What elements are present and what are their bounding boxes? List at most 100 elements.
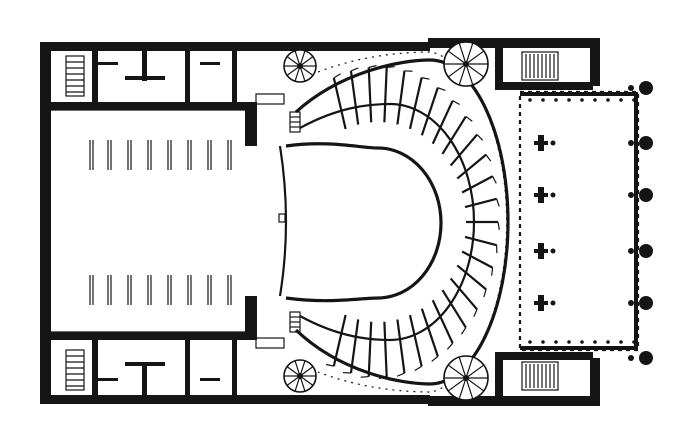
spiral-stair-tread xyxy=(447,63,467,78)
box-door xyxy=(368,64,377,69)
portico-column xyxy=(639,188,653,202)
prompter-box xyxy=(278,213,286,223)
foyer-outline xyxy=(518,90,640,352)
portico-columns xyxy=(528,81,653,365)
spiral-stair-tread xyxy=(447,50,467,65)
portico-column xyxy=(639,296,653,310)
box-door xyxy=(378,376,387,380)
box-partition xyxy=(441,115,467,155)
spiral-stair-tread xyxy=(465,356,474,379)
spiral-stair-tread xyxy=(465,50,485,65)
box-partition xyxy=(332,314,347,367)
box-door xyxy=(452,100,460,106)
box-ring-outer xyxy=(294,58,510,386)
box-partition xyxy=(383,67,388,123)
foyer-column xyxy=(550,140,556,146)
box-partition xyxy=(464,197,497,209)
spiral-stair-tread xyxy=(465,364,485,379)
orchestra-horseshoe xyxy=(285,142,443,303)
foyer-dot xyxy=(554,98,558,102)
portico-pilaster xyxy=(628,192,634,198)
foyer-dot xyxy=(567,98,571,102)
spiral-stair-tread xyxy=(447,364,467,379)
stage-front-edge xyxy=(278,145,288,297)
box-door xyxy=(421,77,430,80)
foyer-dot xyxy=(580,340,584,344)
spiral-stair-tread xyxy=(458,377,467,400)
box-door xyxy=(476,134,484,141)
box-partition xyxy=(464,235,497,247)
box-partition xyxy=(441,289,467,329)
spiral-stair-tread xyxy=(465,377,474,400)
box-partition xyxy=(367,321,373,377)
box-partition xyxy=(449,133,478,167)
spiral-stair-newel xyxy=(297,63,303,69)
box-door xyxy=(386,66,395,69)
outer-walls xyxy=(40,38,600,406)
box-partition xyxy=(420,87,439,136)
box-partition xyxy=(449,277,478,311)
box-partition xyxy=(420,308,439,357)
stage xyxy=(51,102,288,340)
stair-treads-top-right xyxy=(525,54,555,78)
foyer-column xyxy=(550,300,556,306)
scenery-rails-upper xyxy=(89,140,232,170)
box-door xyxy=(483,289,487,298)
box-door xyxy=(473,309,478,317)
foyer-dot xyxy=(528,98,532,102)
foyer-dot xyxy=(554,340,558,344)
foyer-pier-cap xyxy=(534,193,548,197)
proscenium-pier-top xyxy=(245,102,257,146)
box-door xyxy=(431,355,439,362)
foyer-dot xyxy=(632,98,636,102)
box-partition xyxy=(408,77,423,130)
spiral-stair-tread xyxy=(447,377,467,392)
box-door xyxy=(460,327,467,335)
portico-pilaster xyxy=(628,248,634,254)
foyer-dot xyxy=(632,340,636,344)
proscenium-steps-top xyxy=(255,93,301,133)
spiral-stair-tread xyxy=(465,63,485,78)
box-door xyxy=(446,342,454,350)
stair-treads-bottom-right xyxy=(525,364,555,388)
scenery-rails-lower xyxy=(89,275,232,305)
box-door xyxy=(492,175,497,184)
foyer-dot xyxy=(528,340,532,344)
bottom-right-wall xyxy=(428,396,600,406)
box-partition xyxy=(456,153,487,180)
foyer-column xyxy=(550,192,556,198)
portico-column xyxy=(639,244,653,258)
rear-wall xyxy=(40,42,51,404)
box-partition xyxy=(431,100,454,145)
box-door xyxy=(414,365,422,372)
box-partition xyxy=(396,319,406,374)
box-partition xyxy=(408,314,423,367)
foyer-dot xyxy=(593,340,597,344)
foyer-dot xyxy=(619,340,623,344)
spiral-staircases xyxy=(283,41,489,401)
box-door xyxy=(437,87,446,91)
foyer-pier-cap xyxy=(534,141,548,145)
spiral-stair-tread xyxy=(465,377,485,392)
foyer-pier-cap xyxy=(534,249,548,253)
stair-flight-top-left xyxy=(65,55,85,97)
proscenium-pier-bottom xyxy=(245,296,257,340)
box-partitions xyxy=(299,64,500,380)
backstage-rooms-bottom xyxy=(51,332,256,395)
top-right-wall xyxy=(428,38,600,48)
proscenium-steps-bottom xyxy=(255,311,301,349)
box-door xyxy=(491,267,494,276)
backstage-rooms-top xyxy=(51,51,256,110)
box-door xyxy=(325,363,334,367)
portico-column xyxy=(639,351,653,365)
portico-pilaster xyxy=(628,85,634,91)
box-door xyxy=(465,115,473,122)
bottom-wall xyxy=(40,395,430,404)
spiral-stair-tread xyxy=(458,356,467,379)
foyer-piers xyxy=(534,135,556,311)
stair-flight-bottom-left xyxy=(65,349,85,391)
box-door xyxy=(333,73,341,79)
box-partition xyxy=(383,321,388,377)
spiral-stair-tread xyxy=(465,63,474,86)
